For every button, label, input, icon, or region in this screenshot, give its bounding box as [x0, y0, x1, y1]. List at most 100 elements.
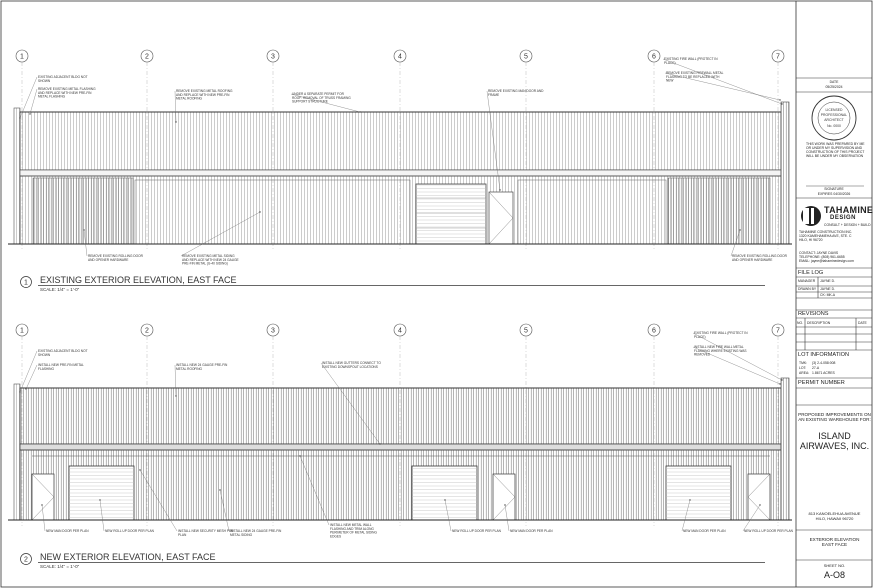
license-expiration: EXPIRES 04/30/2026 [817, 192, 851, 196]
new-wall [19, 449, 782, 521]
signature-label: SIGNATURE [824, 187, 844, 191]
existing-eave [19, 169, 782, 177]
client-name-line-2: AIRWAVES, INC. [799, 441, 870, 451]
file-log-manager-value: JAYNE D. [820, 279, 836, 283]
date-label: DATE [829, 80, 839, 84]
new-scale: SCALE: 1/4" = 1'-0" [40, 564, 80, 569]
existing-grid-label-6: 6 [652, 54, 656, 61]
existing-grid-bubble-2 [140, 49, 154, 63]
project-address: 813 KANOELEHUA AVENUE HILO, HAWAII 96720 [797, 511, 872, 521]
new-man-door-2 [492, 473, 516, 521]
company-address-line-2: 1320 KAMEHAMEHA AVE, STE. C [799, 234, 852, 238]
sheet-title: EXTERIOR ELEVATION EAST FACE [797, 537, 872, 548]
existing-grid-bubble-1 [15, 49, 29, 63]
file-log-check-value: CK: MK-A [820, 292, 836, 297]
new-grid-bubble-3 [266, 323, 280, 337]
file-log-heading: FILE LOG [798, 270, 824, 276]
permit-number-label: PERMIT NUMBER [798, 380, 845, 386]
title-block-lines [796, 77, 872, 561]
new-note-bottom-9: NEW ROLL UP DOOR PER PLAN [744, 529, 794, 533]
new-roll-up-door-3 [665, 465, 732, 521]
existing-roof [19, 111, 782, 171]
file-log-drawn-value: JAYNE D. [820, 287, 836, 291]
lot-tmk-value: (3) 2-4-058:008 [812, 361, 836, 365]
contact-name: CONTACT: JAYNE DAVIS [799, 251, 839, 255]
certification-text: THIS WORK WAS PREPARED BY ME OR UNDER MY… [806, 142, 865, 158]
client-name: ISLAND AIRWAVES, INC. [797, 431, 872, 451]
new-grid-label-3: 3 [271, 328, 275, 335]
lot-number-label: LOT: [799, 366, 807, 370]
company-sub-name: DESIGN [830, 215, 857, 221]
new-elevation-title: NEW EXTERIOR ELEVATION, EAST FACE [40, 552, 216, 562]
existing-grid-bubble-3 [266, 49, 280, 63]
revisions-col-description: DESCRIPTION [807, 320, 831, 325]
date-value: 05/25/2024 [825, 85, 843, 89]
company-address-line-1: TAHAMINE CONSTRUCTION INC. [799, 230, 853, 234]
existing-fire-wall [780, 101, 790, 245]
project-description: PROPOSED IMPROVEMENTS ON AN EXISTING WAR… [797, 412, 872, 423]
existing-wall [19, 175, 782, 245]
revisions-col-date: DATE [858, 320, 867, 325]
new-man-door-3 [747, 473, 771, 521]
existing-elevation-title: EXISTING EXTERIOR ELEVATION, EAST FACE [40, 275, 237, 285]
new-note-bottom-1: NEW MAN DOOR PER PLAN [46, 529, 89, 533]
new-gutter [19, 443, 782, 451]
lot-information-heading: LOT INFORMATION [798, 352, 850, 358]
new-note-bottom-7: NEW MAN DOOR PER PLAN [510, 529, 553, 533]
new-roll-up-door-2 [411, 465, 478, 521]
project-address-line-2: HILO, HAWAII 96720 [815, 516, 854, 521]
company-logo-icon [801, 206, 821, 226]
new-roof [19, 387, 782, 445]
new-grid-label-5: 5 [524, 328, 528, 335]
sheet-number-label: SHEET NO. [823, 563, 846, 568]
existing-grid-bubble-7 [771, 49, 785, 63]
sheet-number: A-O8 [823, 570, 845, 580]
existing-grid-label-1: 1 [20, 54, 24, 61]
new-grid-label-2: 2 [145, 328, 149, 335]
seal-line-2: PROFESSIONAL [821, 113, 847, 117]
existing-grid-bubble-6 [647, 49, 661, 63]
file-log-manager-label: MANAGER [798, 279, 816, 283]
sheet-title-line-1: EXTERIOR ELEVATION [809, 537, 860, 542]
existing-detail-number: 1 [24, 280, 28, 287]
lot-number-value: 27-A [812, 366, 820, 370]
contact-email: EMAIL: jayne@tahaminedesign.com [799, 259, 854, 263]
existing-grid-label-7: 7 [776, 54, 780, 61]
lot-area-value: 1.8671 ACRES [812, 371, 835, 375]
company-tagline: CONSULT + DESIGN + BUILD [824, 223, 871, 227]
company-address: TAHAMINE CONSTRUCTION INC. 1320 KAMEHAME… [799, 230, 869, 242]
new-grid-label-6: 6 [652, 328, 656, 335]
existing-grid-label-4: 4 [398, 54, 402, 61]
architect-seal [811, 95, 857, 141]
new-grid-label-7: 7 [776, 328, 780, 335]
lot-area-label: AREA: [799, 371, 810, 375]
project-line-2: AN EXISTING WAREHOUSE FOR: [798, 417, 871, 423]
new-grid-bubble-4 [393, 323, 407, 337]
revisions-col-no: NO. [797, 320, 804, 325]
new-detail-bubble [20, 553, 32, 565]
new-left-wall [13, 383, 21, 521]
new-grid-bubble-2 [140, 323, 154, 337]
new-grid-label-4: 4 [398, 328, 402, 335]
existing-grid-label-5: 5 [524, 54, 528, 61]
company-name: TAHAMINE [824, 205, 873, 215]
revisions-heading: REVISIONS [798, 311, 829, 317]
